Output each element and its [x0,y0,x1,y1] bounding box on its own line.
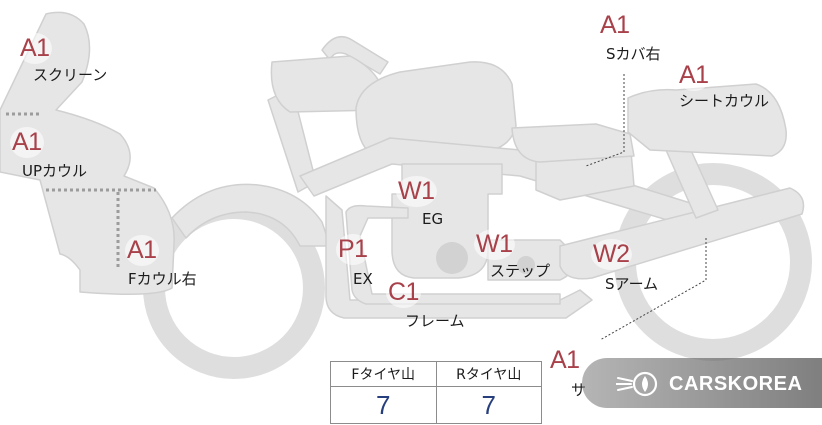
grade-engine: W1 [396,176,437,207]
grade-front-cowl-right: A1 [125,235,159,266]
grade-screen: A1 [18,33,52,64]
grade-frame: C1 [386,277,421,308]
seat-cowl-shape [627,83,787,157]
rear-tread-value: 7 [435,386,542,424]
grade-upper-cowl: A1 [10,127,44,158]
front-tread-header: Fタイヤ山 [330,361,437,387]
watermark: CARSKOREA [582,358,822,408]
grade-exhaust: P1 [336,234,370,265]
label-exhaust: EX [353,270,373,288]
flame-logo-icon [616,371,658,397]
step-peg [517,256,535,274]
label-front-cowl-right: Fカウル右 [128,270,197,288]
rear-tread-header: Rタイヤ山 [435,361,542,387]
label-screen: スクリーン [33,66,108,84]
label-upper-cowl: UPカウル [22,162,88,180]
exhaust-pipe [345,204,561,305]
leader-swing-arm [599,238,707,341]
label-engine: EG [422,210,444,228]
label-seat-cowl: シートカウル [679,92,770,110]
fairing [0,11,175,295]
tire-tread-table: Fタイヤ山 Rタイヤ山 7 7 [330,361,542,424]
label-side-cover-right: Sカバ右 [606,45,661,63]
label-swing-arm: Sアーム [605,275,659,293]
handlebar [321,35,389,75]
grade-swing-arm: W2 [591,239,632,270]
label-step: ステップ [490,262,551,280]
leader-side-cover [585,74,625,167]
engine-cover [436,242,468,274]
grade-seat-cowl: A1 [677,60,711,91]
grade-step: W1 [474,229,515,260]
grade-side-cover-right: A1 [598,10,632,41]
label-frame: フレーム [405,312,465,330]
grade-partial-bottom: A1 [548,345,582,376]
seat [511,123,635,163]
watermark-text: CARSKOREA [669,373,803,395]
front-tread-value: 7 [330,386,437,424]
